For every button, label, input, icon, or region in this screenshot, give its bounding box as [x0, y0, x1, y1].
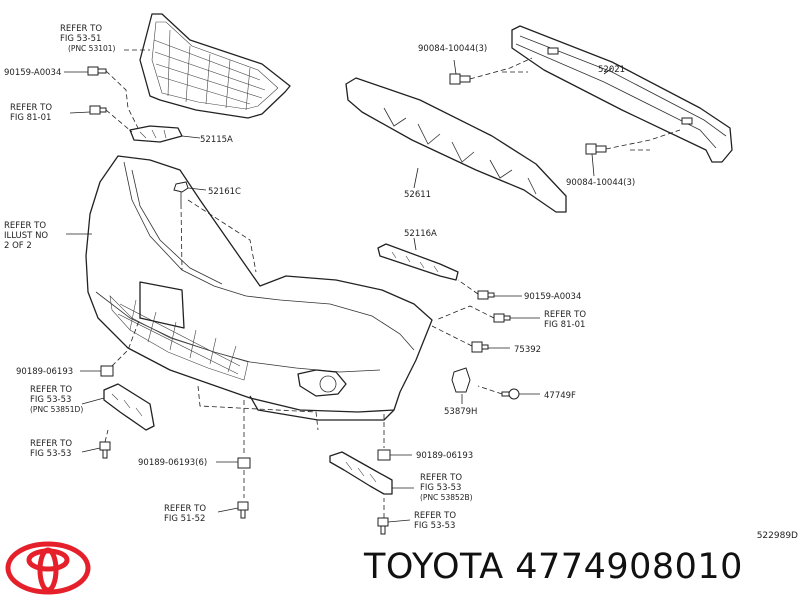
label-nut-left: 90189-06193	[16, 367, 73, 377]
label-53879h: 53879H	[444, 407, 477, 417]
label-ref5353l-fig: FIG 53-53	[30, 395, 71, 405]
nut-center-icon	[237, 457, 251, 469]
label-ref5353l: REFER TO	[30, 385, 72, 395]
clip-81-01-top-icon	[89, 105, 107, 115]
bolt-90084-top-icon	[449, 73, 471, 85]
lower-left-bracket	[103, 383, 155, 431]
radiator-grille	[139, 13, 291, 119]
label-bolt-top: 90084-10044(3)	[418, 44, 487, 54]
label-ref5353l-pnc: (PNC 53851D)	[30, 405, 83, 414]
label-52161c: 52161C	[208, 187, 241, 197]
label-ref5353r: REFER TO	[420, 473, 462, 483]
diagram-code: 522989D	[756, 531, 798, 541]
part-labels: REFER TO FIG 53-51 (PNC 53101) 90159-A00…	[4, 24, 635, 531]
nut-75392-icon	[471, 341, 489, 353]
front-bumper-cover	[85, 155, 433, 421]
bolt-right-icon	[377, 517, 389, 535]
part-53879h-icon	[451, 367, 471, 393]
label-52611: 52611	[404, 190, 431, 200]
label-bolt-bottom: 90084-10044(3)	[566, 178, 635, 188]
label-grille-fig: FIG 53-51	[60, 34, 101, 44]
label-nut-center: 90189-06193(6)	[138, 458, 207, 468]
nut-right-icon	[377, 449, 391, 461]
bracket-52115a	[129, 125, 183, 143]
bumper-reinforcement-52021	[511, 25, 733, 163]
clip-52161c-icon	[173, 181, 189, 204]
label-ref81-top-fig: FIG 81-01	[10, 113, 51, 123]
label-ref5353b-fig: FIG 53-53	[30, 449, 71, 459]
bolt-center-icon	[237, 501, 249, 519]
label-illust-ref: REFER TO	[4, 221, 46, 231]
screw-90159-mid-icon	[477, 290, 495, 300]
label-nut-right: 90189-06193	[416, 451, 473, 461]
screw-90159-top-icon	[87, 66, 107, 76]
label-screw-mid: 90159-A0034	[524, 292, 581, 302]
label-ref81-mid: REFER TO	[544, 310, 586, 320]
label-grille-pnc: (PNC 53101)	[68, 44, 116, 53]
bolt-90084-bottom-icon	[585, 143, 607, 155]
label-ref5353rb: REFER TO	[414, 511, 456, 521]
label-ref5353rb-fig: FIG 53-53	[414, 521, 455, 531]
energy-absorber-52611	[345, 77, 567, 213]
label-illust-no: ILLUST NO	[4, 231, 48, 241]
label-52116a: 52116A	[404, 229, 437, 239]
label-ref81-top: REFER TO	[10, 103, 52, 113]
label-illust-page: 2 OF 2	[4, 241, 32, 251]
label-52115a: 52115A	[200, 135, 233, 145]
label-75392: 75392	[514, 345, 541, 355]
label-ref5353r-fig: FIG 53-53	[420, 483, 461, 493]
brand-title: TOYOTA 4774908010	[364, 547, 743, 587]
toyota-logo-icon	[5, 541, 91, 595]
label-ref5353b: REFER TO	[30, 439, 72, 449]
nut-left-icon	[100, 365, 114, 377]
clip-81-01-mid-icon	[493, 313, 511, 323]
label-screw-top: 90159-A0034	[4, 68, 61, 78]
bolt-left-icon	[99, 441, 111, 459]
label-ref5152: REFER TO	[164, 504, 206, 514]
parts-diagram: REFER TO FIG 53-51 (PNC 53101) 90159-A00…	[4, 13, 733, 535]
label-47749f: 47749F	[544, 391, 576, 401]
lower-right-bracket	[329, 451, 393, 495]
label-ref81-mid-fig: FIG 81-01	[544, 320, 585, 330]
label-ref5353r-pnc: (PNC 53852B)	[420, 493, 473, 502]
label-ref5152-fig: FIG 51-52	[164, 514, 205, 524]
label-grille-ref: REFER TO	[60, 24, 102, 34]
bolt-47749f-icon	[501, 388, 520, 400]
retainer-52116a	[377, 243, 459, 281]
label-52021: 52021	[598, 65, 625, 75]
